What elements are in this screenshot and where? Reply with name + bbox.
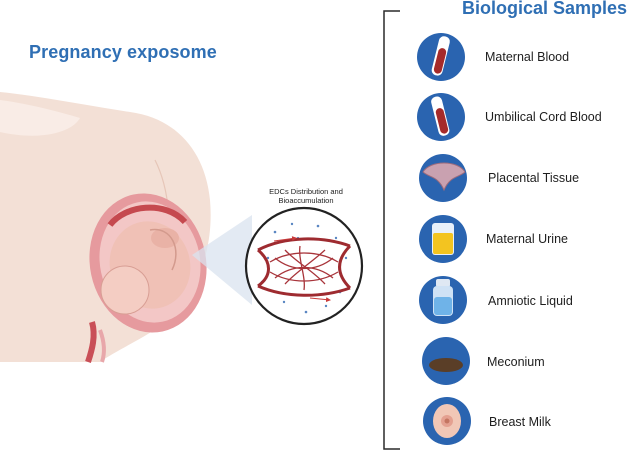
zoom-wedge — [192, 215, 252, 305]
urine-cup-icon — [419, 215, 467, 263]
edc-zoom-caption: EDCs Distribution and Bioaccumulation — [269, 187, 343, 205]
vial-icon — [419, 276, 467, 324]
sample-label-maternal-urine: Maternal Urine — [486, 232, 568, 246]
edc-vessel-zoom-circle — [244, 206, 364, 326]
pregnancy-exposome-title: Pregnancy exposome — [29, 42, 217, 62]
sample-label-amniotic-liquid: Amniotic Liquid — [488, 294, 573, 308]
biological-samples-title: Biological Samples — [462, 0, 628, 18]
sample-label-placental-tissue: Placental Tissue — [488, 171, 580, 185]
sample-label-meconium: Meconium — [487, 355, 545, 369]
placenta-icon — [419, 154, 467, 202]
breast-icon — [423, 397, 471, 445]
samples-bracket — [383, 10, 400, 450]
sample-label-maternal-blood: Maternal Blood — [485, 50, 570, 64]
blood-tube-icon — [417, 33, 465, 81]
sample-label-umbilical-cord-blood: Umbilical Cord Blood — [485, 110, 602, 124]
pregnant-torso-illustration — [0, 92, 211, 363]
meconium-icon — [422, 337, 470, 385]
cord-blood-tube-icon — [417, 93, 465, 141]
sample-label-breast-milk: Breast Milk — [489, 415, 551, 429]
